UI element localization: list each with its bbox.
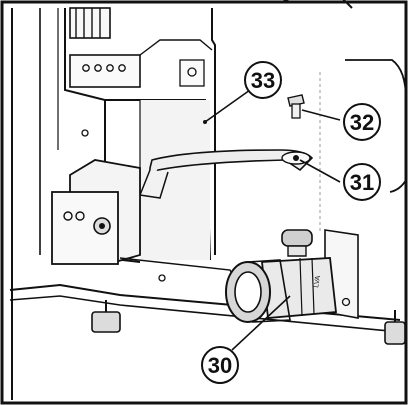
bracket-icon <box>138 149 314 199</box>
callout-31-label: 31 <box>350 170 374 195</box>
adjustable-foot-icon <box>91 300 406 345</box>
valve-marking: LVA <box>313 275 322 289</box>
leader-lines <box>203 89 341 351</box>
right-tank <box>319 59 407 232</box>
callout-32-label: 32 <box>350 110 374 135</box>
callout-31: 31 <box>343 163 381 201</box>
callout-33-label: 33 <box>251 68 275 93</box>
callout-30: 30 <box>201 346 239 384</box>
ball-valve-icon: LVA <box>225 229 337 323</box>
mounting-bracket-left <box>51 159 141 265</box>
screw-icon <box>287 94 305 119</box>
callout-30-label: 30 <box>208 353 232 378</box>
top-housing-edge <box>281 0 353 9</box>
callout-33: 33 <box>244 61 282 99</box>
terminal-block <box>69 7 213 88</box>
left-side-panel <box>11 8 89 400</box>
callout-32: 32 <box>343 103 381 141</box>
